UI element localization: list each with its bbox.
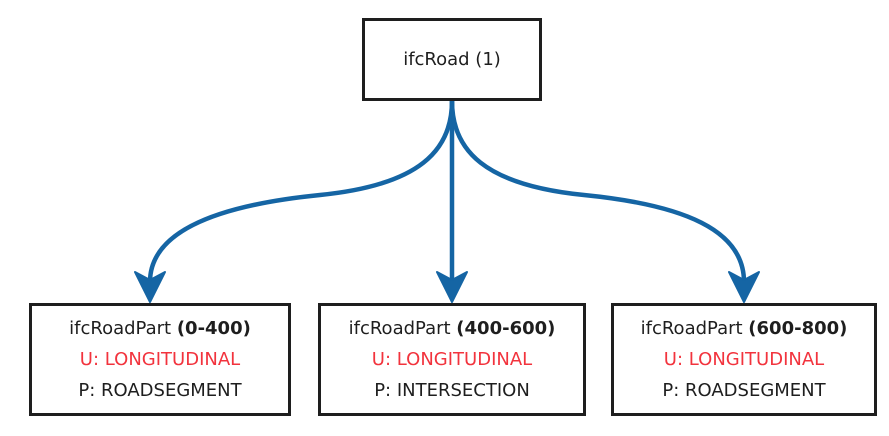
child-node-box: ifcRoadPart (400-600) U: LONGITUDINAL P:… — [318, 303, 586, 416]
child-node-name: ifcRoadPart — [640, 318, 743, 339]
root-node-label: ifcRoad (1) — [403, 49, 501, 70]
connector-arrow-left — [147, 98, 455, 285]
child-node-usage: U: LONGITUDINAL — [79, 349, 241, 370]
child-node-usage: U: LONGITUDINAL — [371, 349, 533, 370]
child-node-box: ifcRoadPart (600-800) U: LONGITUDINAL P:… — [611, 303, 877, 416]
child-node-range: (0-400) — [176, 318, 251, 339]
child-node-predefined-type: P: ROADSEGMENT — [662, 380, 826, 401]
child-node-usage: U: LONGITUDINAL — [663, 349, 825, 370]
arrowhead-right — [728, 271, 760, 303]
child-node-range: (400-600) — [456, 318, 556, 339]
child-node-predefined-type: P: ROADSEGMENT — [78, 380, 242, 401]
child-node-predefined-type: P: INTERSECTION — [374, 380, 530, 401]
child-node-box: ifcRoadPart (0-400) U: LONGITUDINAL P: R… — [29, 303, 291, 416]
child-node-title: ifcRoadPart (600-800) — [614, 313, 874, 344]
arrowhead-left — [134, 271, 166, 303]
child-node-title: ifcRoadPart (0-400) — [32, 313, 288, 344]
child-node-range: (600-800) — [748, 318, 848, 339]
child-node-name: ifcRoadPart — [69, 318, 172, 339]
root-node-box: ifcRoad (1) — [362, 18, 542, 101]
connector-arrow-right — [449, 98, 747, 285]
child-node-name: ifcRoadPart — [348, 318, 451, 339]
child-node-title: ifcRoadPart (400-600) — [321, 313, 583, 344]
arrowhead-center — [436, 271, 468, 303]
